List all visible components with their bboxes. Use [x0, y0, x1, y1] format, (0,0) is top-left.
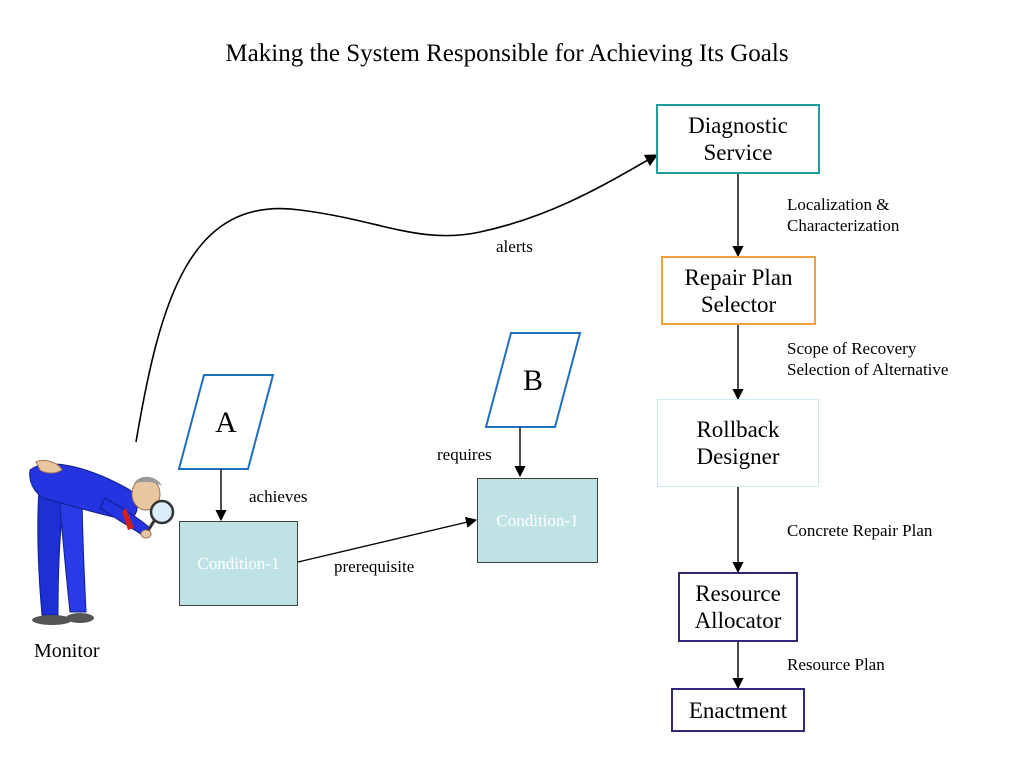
localization-label-line1: Localization & — [787, 195, 890, 214]
resource-plan-label: Resource Plan — [787, 655, 885, 674]
rollback-designer-box: Rollback Designer — [657, 399, 819, 487]
diagnostic-service-box: Diagnostic Service — [656, 104, 820, 174]
diagram-title: Making the System Responsible for Achiev… — [225, 40, 789, 67]
goal-b-label: B — [522, 364, 543, 397]
requires-label: requires — [437, 445, 492, 464]
achieves-label: achieves — [249, 487, 308, 506]
resource-allocator-line2: Allocator — [694, 608, 782, 633]
condition-right-box: Condition-1 — [477, 478, 598, 563]
diagnostic-service-line2: Service — [703, 140, 773, 165]
repair-plan-selector-box: Repair Plan Selector — [661, 256, 816, 325]
localization-label: Localization & Characterization — [787, 194, 899, 236]
arrow-prerequisite — [297, 516, 478, 563]
alerts-arrow — [135, 154, 659, 443]
localization-label-line2: Characterization — [787, 216, 900, 235]
prerequisite-label: prerequisite — [334, 557, 415, 576]
diagnostic-service-line1: Diagnostic — [688, 113, 788, 138]
enactment-label: Enactment — [688, 697, 788, 723]
inspector-with-magnifying-glass-icon — [29, 459, 175, 625]
repair-plan-selector-line2: Selector — [700, 291, 777, 317]
rollback-designer-line2: Designer — [696, 444, 780, 469]
concrete-repair-plan-label: Concrete Repair Plan — [787, 521, 933, 540]
resource-allocator-box: Resource Allocator — [678, 572, 798, 642]
resource-allocator-line1: Resource — [695, 581, 781, 606]
scope-label-line2: Selection of Alternative — [787, 360, 949, 379]
goal-a-parallelogram — [177, 374, 275, 470]
repair-plan-selector-line1: Repair Plan — [684, 264, 793, 290]
enactment-box: Enactment — [671, 688, 805, 732]
goal-b-parallelogram — [484, 332, 582, 428]
scope-label: Scope of Recovery Selection of Alternati… — [787, 338, 948, 380]
rollback-designer-line1: Rollback — [696, 417, 780, 442]
scope-label-line1: Scope of Recovery — [787, 339, 917, 358]
alerts-label: alerts — [496, 237, 533, 256]
condition-left-box: Condition-1 — [179, 521, 298, 606]
monitor-label: Monitor — [34, 640, 100, 662]
goal-a-label: A — [215, 406, 237, 439]
